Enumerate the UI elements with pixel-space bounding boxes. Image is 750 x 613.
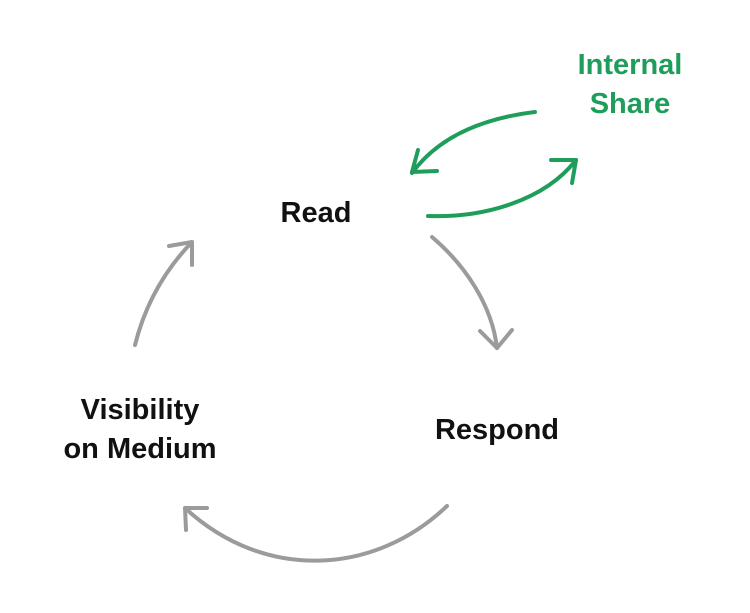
cycle-arrows <box>133 235 514 563</box>
arrow-read-to-respond <box>430 235 514 350</box>
arrow-read-to-share <box>426 158 578 219</box>
arrow-share-to-read <box>410 110 537 175</box>
arrow-respond-to-visibility <box>183 504 449 563</box>
node-read: Read <box>281 197 352 229</box>
node-internal-share: Internal Share <box>578 49 683 120</box>
node-visibility-line1: Visibility <box>81 394 200 426</box>
arrow-visibility-to-read <box>133 240 194 347</box>
node-visibility-line2: on Medium <box>63 433 216 465</box>
share-arrows <box>410 110 578 219</box>
node-visibility-on-medium: Visibility on Medium <box>63 394 216 465</box>
node-internal-share-line2: Share <box>590 88 671 120</box>
node-respond: Respond <box>435 414 559 446</box>
node-internal-share-line1: Internal <box>578 49 683 81</box>
